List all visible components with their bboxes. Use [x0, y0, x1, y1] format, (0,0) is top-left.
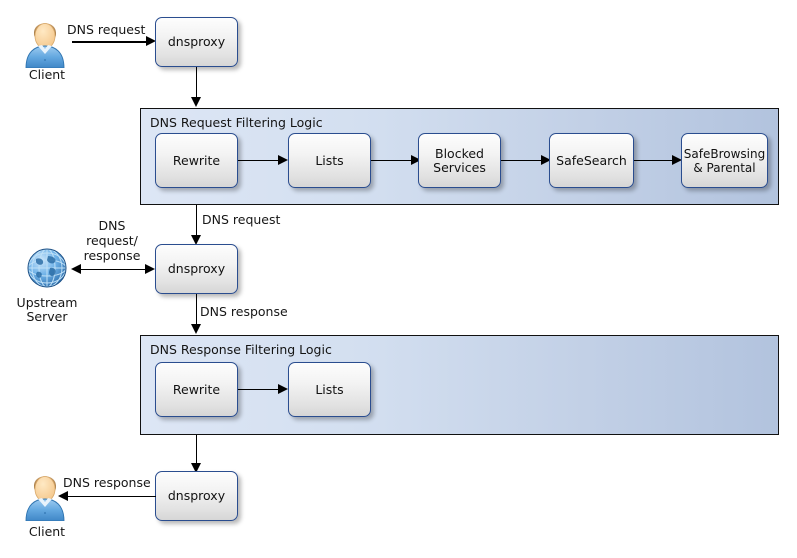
edge-proxy-upstream-line [80, 268, 148, 271]
person-icon [25, 476, 65, 521]
edge-safesearch-to-safebrowsing-line [634, 159, 676, 162]
edge-client-to-proxy-label: DNS request [67, 22, 146, 37]
edge-proxy-to-response-panel-label: DNS response [200, 304, 288, 319]
edge-response-panel-to-proxy-arrowhead [191, 463, 201, 473]
edge-proxy-to-request-panel-arrowhead [191, 97, 201, 107]
stage-safebrowsing-parental[interactable]: SafeBrowsing & Parental [681, 133, 768, 188]
upstream-server-label: Upstream Server [16, 295, 78, 324]
edge-rewrite-to-lists-response-line [238, 388, 280, 391]
edge-response-panel-to-proxy-line [195, 435, 198, 465]
stage-lists-request[interactable]: Lists [288, 133, 371, 188]
edge-request-panel-to-proxy-arrowhead [191, 235, 201, 245]
edge-request-panel-to-proxy-line [195, 205, 198, 237]
edge-proxy-to-client-line [66, 495, 156, 498]
edge-client-to-proxy-line [72, 41, 148, 43]
edge-proxy-to-client-label: DNS response [63, 475, 151, 490]
panel-request-filtering-title: DNS Request Filtering Logic [150, 115, 323, 130]
edge-request-panel-to-proxy-label: DNS request [202, 212, 281, 227]
edge-blocked-to-safesearch-line [501, 159, 543, 162]
panel-response-filtering-title: DNS Response Filtering Logic [150, 342, 332, 357]
globe-icon [27, 248, 67, 288]
edge-proxy-to-client-arrowhead [58, 491, 68, 501]
edge-lists-to-blocked-arrowhead [411, 155, 421, 165]
stage-blocked-services[interactable]: Blocked Services [418, 133, 501, 188]
edge-proxy-to-request-panel-line [195, 67, 198, 99]
person-icon [25, 23, 65, 68]
stage-rewrite-request[interactable]: Rewrite [155, 133, 238, 188]
edge-rewrite-to-lists-arrowhead [278, 155, 288, 165]
edge-proxy-upstream-arrowhead-left [71, 264, 81, 274]
edge-proxy-upstream-arrowhead-right [145, 264, 155, 274]
edge-lists-to-blocked-line [371, 159, 413, 162]
edge-proxy-upstream-label: DNS request/ response [83, 218, 141, 263]
edge-rewrite-to-lists-line [238, 159, 280, 162]
dnsproxy-middle[interactable]: dnsproxy [155, 244, 238, 294]
dnsproxy-bottom[interactable]: dnsproxy [155, 471, 238, 521]
dnsproxy-top[interactable]: dnsproxy [155, 17, 238, 67]
edge-proxy-to-response-panel-line [195, 294, 198, 326]
edge-blocked-to-safesearch-arrowhead [541, 155, 551, 165]
edge-proxy-to-response-panel-arrowhead [191, 324, 201, 334]
stage-rewrite-response[interactable]: Rewrite [155, 362, 238, 417]
edge-client-to-proxy-arrowhead [146, 36, 156, 46]
client-top-label: Client [28, 67, 66, 82]
client-bottom-label: Client [28, 524, 66, 539]
panel-response-filtering: DNS Response Filtering Logic [140, 335, 779, 435]
stage-safesearch[interactable]: SafeSearch [549, 133, 634, 188]
edge-safesearch-to-safebrowsing-arrowhead [672, 155, 682, 165]
stage-lists-response[interactable]: Lists [288, 362, 371, 417]
edge-rewrite-to-lists-response-arrowhead [278, 384, 288, 394]
